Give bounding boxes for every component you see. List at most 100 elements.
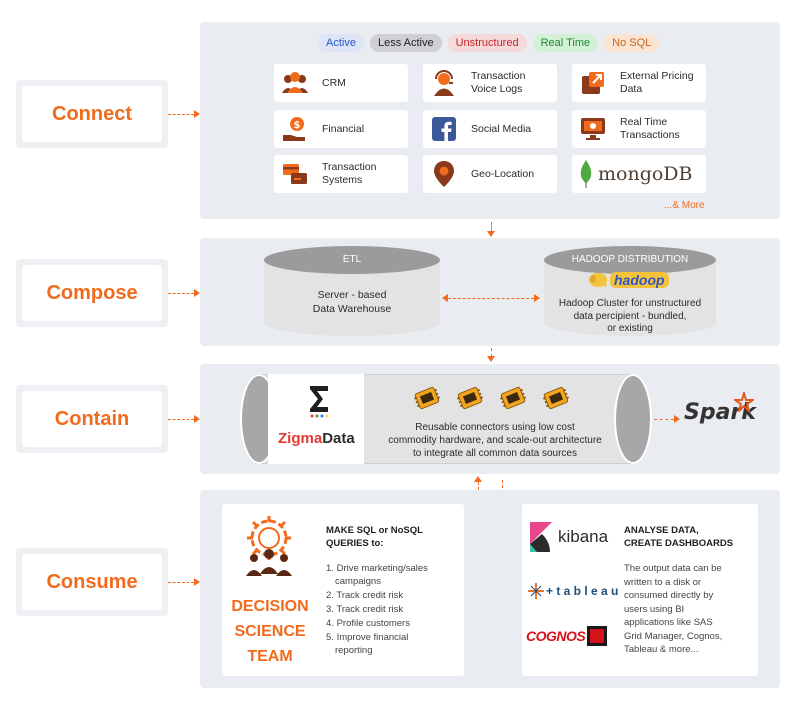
arrow-connect-compose [487, 231, 495, 237]
external-link-icon [578, 68, 608, 98]
mongodb-leaf-icon [580, 159, 596, 189]
arrow-compose-contain [487, 356, 495, 362]
cognos-logo-text: COGNOS [526, 628, 586, 644]
source-geo-location: Geo-Location [423, 155, 557, 193]
tube-right-end [614, 374, 652, 464]
analyse-description: The output data can be written to a disk… [624, 562, 754, 657]
chip-icon [457, 386, 483, 410]
list-item: 5. Improve financial [326, 632, 409, 643]
analyse-line: users using BI [624, 603, 685, 615]
analyse-line: Tableau & more... [624, 644, 699, 655]
connector-etl-hadoop [448, 298, 534, 299]
hadoop-logo: hadoop [588, 272, 669, 288]
headset-agent-icon [429, 68, 459, 98]
team-line2: SCIENCE [234, 623, 306, 640]
legend-no-sql: No SQL [604, 34, 660, 52]
chip-icon [543, 386, 569, 410]
connector-compose-contain [491, 348, 492, 357]
spark-star-icon [734, 392, 754, 412]
team-line3: TEAM [247, 648, 293, 665]
contain-description: Reusable connectors using low cost commo… [370, 421, 620, 460]
source-pricing-line1: External Pricing [620, 70, 694, 82]
stage-consume-label: Consume [22, 554, 162, 610]
queries-title-line1: MAKE SQL or NoSQL [326, 525, 423, 536]
connector-spark [654, 419, 674, 420]
stage-compose-label: Compose [22, 265, 162, 321]
source-voice-line1: Transaction [471, 70, 526, 82]
mongodb-logo-text: mongoDB [598, 163, 693, 185]
legend-less-active: Less Active [369, 34, 442, 52]
cognos-logo: COGNOS [526, 626, 608, 646]
hadoop-line2: data percipient - bundled, [573, 310, 687, 322]
analyse-title-line2: CREATE DASHBOARDS [624, 538, 734, 549]
decision-science-team-title: DECISION SCIENCE TEAM [226, 594, 314, 669]
arrow-compose [194, 289, 200, 297]
queries-title: MAKE SQL or NoSQL QUERIES to: [326, 524, 423, 550]
queries-list: 1. Drive marketing/sales campaigns 2. Tr… [326, 562, 462, 657]
stage-compose: Compose [16, 259, 168, 327]
source-realtime-line2: Transactions [620, 129, 680, 141]
facebook-icon [429, 114, 459, 144]
arrow-to-etl [442, 294, 448, 302]
etl-title: ETL [264, 246, 440, 274]
hadoop-cylinder: HADOOP DISTRIBUTION hadoop Hadoop Cluste… [544, 246, 716, 336]
users-icon [280, 68, 310, 98]
logo-zigma-text: Zigma [278, 430, 323, 447]
decision-science-card [222, 504, 464, 676]
analyse-line: written to a disk or [624, 576, 702, 588]
kibana-icon [530, 522, 552, 552]
source-voice-line2: Voice Logs [471, 83, 523, 95]
source-mongodb: mongoDB [572, 155, 706, 193]
chip-icon [500, 386, 526, 410]
contain-line3: to integrate all common data sources [413, 448, 577, 459]
connector-connect-compose [491, 222, 492, 232]
analyse-line: The output data can be [624, 563, 722, 574]
source-crm: CRM [274, 64, 408, 102]
hadoop-line1: Hadoop Cluster for unstructured [558, 298, 702, 309]
svg-text:$: $ [294, 120, 301, 131]
queries-title-line2: QUERIES to: [326, 538, 384, 549]
analyse-title: ANALYSE DATA, CREATE DASHBOARDS [624, 524, 733, 550]
list-item: 2. Track credit risk [326, 590, 404, 601]
stage-connect: Connect [16, 80, 168, 148]
list-item-continuation: campaigns [335, 576, 381, 587]
legend-active: Active [318, 34, 364, 52]
analyse-title-line1: ANALYSE DATA, [624, 525, 699, 536]
money-hand-icon: $ [280, 114, 310, 144]
arrow-to-hadoop [534, 294, 540, 302]
bi-tools-card [522, 504, 758, 676]
source-txsys-line1: Transaction [322, 161, 377, 173]
cognos-square-icon [587, 626, 608, 646]
arrow-up-to-contain [474, 476, 482, 482]
card-transfer-icon [280, 159, 310, 189]
analyse-line: applications like SAS [624, 617, 713, 628]
stage-connect-label: Connect [22, 86, 162, 142]
stage-contain-label: Contain [22, 391, 162, 447]
legend-unstructured: Unstructured [447, 34, 527, 52]
contain-line2: commodity hardware, and scale-out archit… [388, 435, 602, 446]
hadoop-logo-text: hadoop [610, 272, 669, 288]
spark-logo-text: Spark [684, 400, 756, 425]
arrow-connect [194, 110, 200, 118]
hadoop-line3: or existing [607, 323, 653, 334]
hadoop-elephant-icon [589, 273, 607, 288]
spark-logo: Spark [684, 392, 756, 425]
list-item: 4. Profile customers [326, 618, 410, 629]
connector-contain [168, 419, 194, 420]
etl-line1: Server - based [317, 289, 387, 301]
hadoop-title: HADOOP DISTRIBUTION [544, 246, 716, 274]
stage-contain: Contain [16, 385, 168, 453]
etl-cylinder: ETL Server - based Data Warehouse [264, 246, 440, 336]
source-pricing-line2: Data [620, 83, 643, 95]
kibana-logo-text: kibana [558, 527, 609, 546]
analyse-line: consumed directly by [624, 590, 714, 601]
analyse-line: Grid Manager, Cognos, [624, 630, 723, 642]
more-sources-text: ...& More [664, 200, 705, 211]
stage-consume: Consume [16, 548, 168, 616]
tableau-logo-text: + t a b l e a u [546, 584, 619, 598]
kibana-logo: kibana [530, 522, 608, 552]
source-txsys-line2: Systems [322, 174, 363, 186]
